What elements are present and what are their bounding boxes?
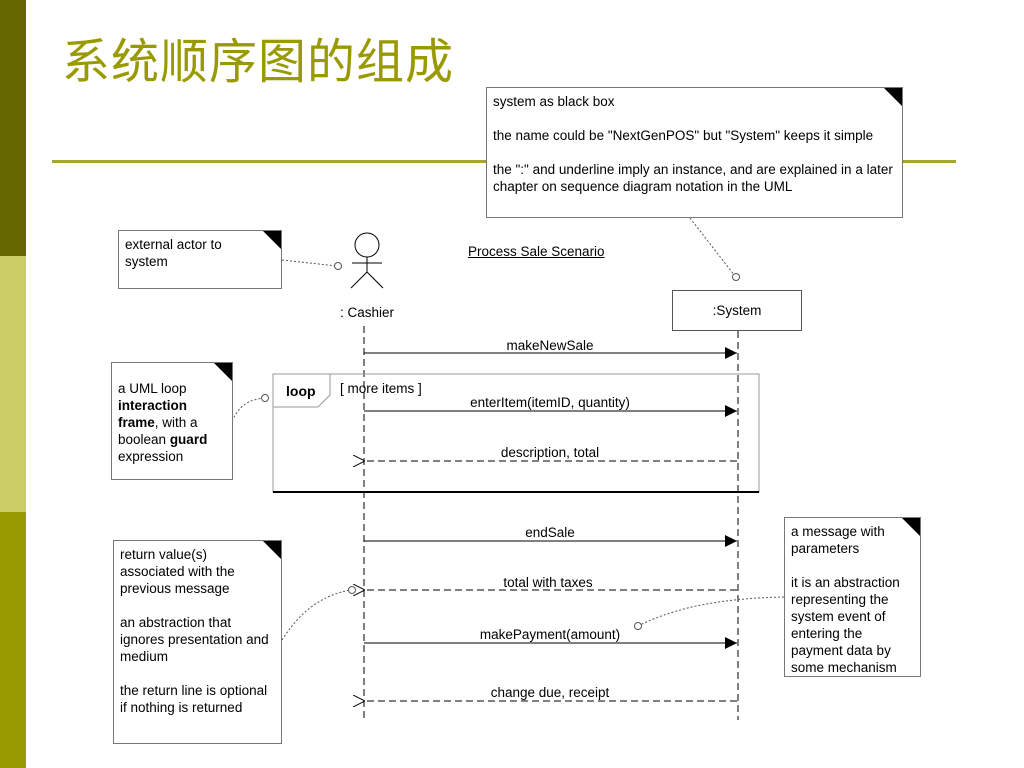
note-loop-frame: a UML loop interaction frame, with a boo… — [111, 362, 233, 480]
note-params-p1: a message with parameters — [791, 524, 885, 556]
note-system-p3: the ":" and underline imply an instance,… — [493, 162, 893, 194]
return-total-label: total with taxes — [503, 575, 593, 590]
connector-return-note — [281, 589, 351, 641]
connector-loop-note — [231, 397, 265, 422]
left-band-mid — [0, 512, 26, 768]
note-loop-b2: guard — [169, 432, 208, 447]
connector-actor-note — [281, 259, 338, 267]
connector-system-note — [689, 217, 736, 277]
cashier-actor-icon — [350, 232, 384, 289]
note-return-value: return value(s) associated with the prev… — [113, 540, 282, 744]
slide-title: 系统顺序图的组成 — [62, 34, 455, 90]
note-external-actor: external actor to system — [118, 230, 282, 289]
left-band-dark — [0, 0, 26, 256]
note-return-p2: an abstraction that ignores presentation… — [120, 615, 269, 664]
note-fold-icon — [902, 518, 920, 536]
loop-operator: loop — [286, 383, 316, 399]
msg-endSale-label: endSale — [525, 525, 575, 540]
note-loop-t1: a UML loop — [118, 381, 187, 396]
note-loop-t3: expression — [118, 449, 184, 464]
system-label: :System — [712, 303, 762, 318]
note-return-p3: the return line is optional if nothing i… — [120, 683, 268, 715]
return-change-label: change due, receipt — [490, 685, 610, 700]
msg-makeNewSale-label: makeNewSale — [506, 338, 594, 353]
note-fold-icon — [884, 88, 902, 106]
note-return-p1: return value(s) associated with the prev… — [120, 547, 235, 596]
scenario-title: Process Sale Scenario — [468, 244, 605, 259]
cashier-label: : Cashier — [339, 305, 395, 320]
note-system-black-box: system as black box the name could be "N… — [486, 87, 903, 218]
note-loop-t2: , with a boolean — [118, 415, 198, 447]
loop-guard: [ more items ] — [340, 381, 422, 396]
note-actor-text: external actor to system — [125, 237, 222, 269]
system-participant-box: :System — [672, 290, 802, 331]
loop-frame — [272, 373, 760, 493]
left-band-light — [0, 256, 26, 512]
note-loop-text: a UML loop interaction frame, with a boo… — [118, 368, 226, 465]
note-message-params: a message with parameters it is an abstr… — [784, 517, 921, 677]
connector-param-note — [637, 596, 786, 627]
note-fold-icon — [263, 541, 281, 559]
note-loop-b1: interaction frame — [118, 398, 188, 430]
note-system-p2: the name could be "NextGenPOS" but "Syst… — [493, 128, 874, 143]
msg-enterItem-label: enterItem(itemID, quantity) — [470, 395, 630, 410]
note-system-p1: system as black box — [493, 94, 615, 109]
return-description-label: description, total — [500, 445, 600, 460]
note-fold-icon — [263, 231, 281, 249]
msg-makePayment-label: makePayment(amount) — [479, 627, 621, 642]
note-params-p2: it is an abstraction representing the sy… — [791, 575, 900, 675]
note-fold-icon — [214, 363, 232, 381]
